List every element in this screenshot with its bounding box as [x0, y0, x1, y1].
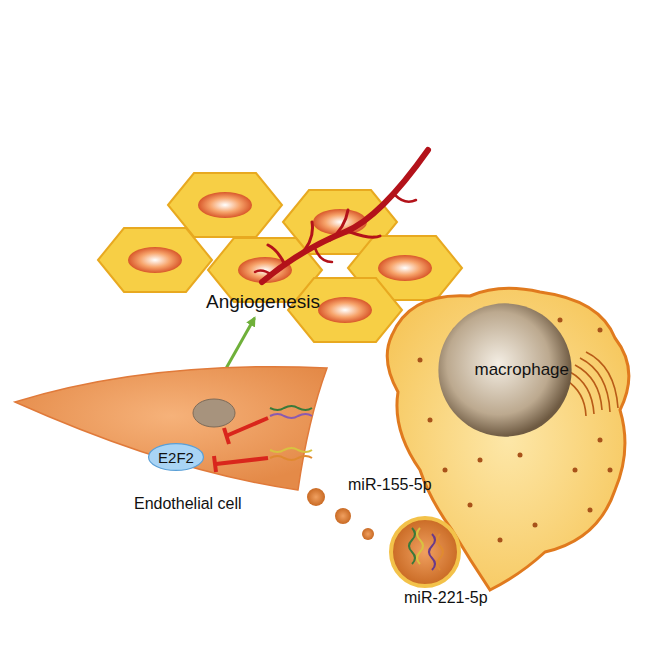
cytoplasm-dot [598, 328, 603, 333]
cell-nucleus [318, 297, 372, 323]
cytoplasm-dot [518, 453, 523, 458]
endothelial-hexagon [98, 228, 212, 292]
macrophage-nucleus: macrophage [437, 302, 573, 438]
cytoplasm-dot [558, 318, 563, 323]
node-text: Angiogenesis [206, 291, 320, 313]
exosome [391, 518, 459, 586]
cytoplasm-dot [588, 508, 593, 513]
exosome [362, 528, 374, 540]
angiogenesis-region: Angiogenesis [186, 288, 340, 318]
cell-nucleus [128, 247, 182, 273]
mirna-label: miR-221-5p [404, 589, 488, 607]
cytoplasm-dot [478, 458, 483, 463]
cytoplasm-dot [443, 468, 448, 473]
e2f2-protein: E2F2 [148, 443, 204, 471]
node-text: E2F2 [158, 449, 194, 466]
cytoplasm-dot [573, 468, 578, 473]
exosome [335, 508, 351, 524]
cell-nucleus [198, 192, 252, 218]
blood-vessel [255, 150, 428, 282]
exosome [307, 488, 325, 506]
macrophage-membrane [387, 288, 629, 590]
cytoplasm-dot [598, 438, 603, 443]
organelles [566, 352, 618, 416]
endothelial-cell: E2F2Endothelial cell [12, 360, 330, 520]
cytoplasm-dot [608, 468, 613, 473]
mirna-label: miR-155-5p [348, 476, 432, 494]
node-text: macrophage [474, 360, 569, 380]
cytoplasm-dot [533, 523, 538, 528]
mirna-strand [409, 528, 443, 570]
cytoplasm-dot [428, 418, 433, 423]
cytoplasm-dot [498, 538, 503, 543]
node-text: Endothelial cell [134, 495, 242, 513]
cytoplasm-dot [418, 358, 423, 363]
cytoplasm-dot [468, 503, 473, 508]
cell-nucleus [378, 255, 432, 281]
